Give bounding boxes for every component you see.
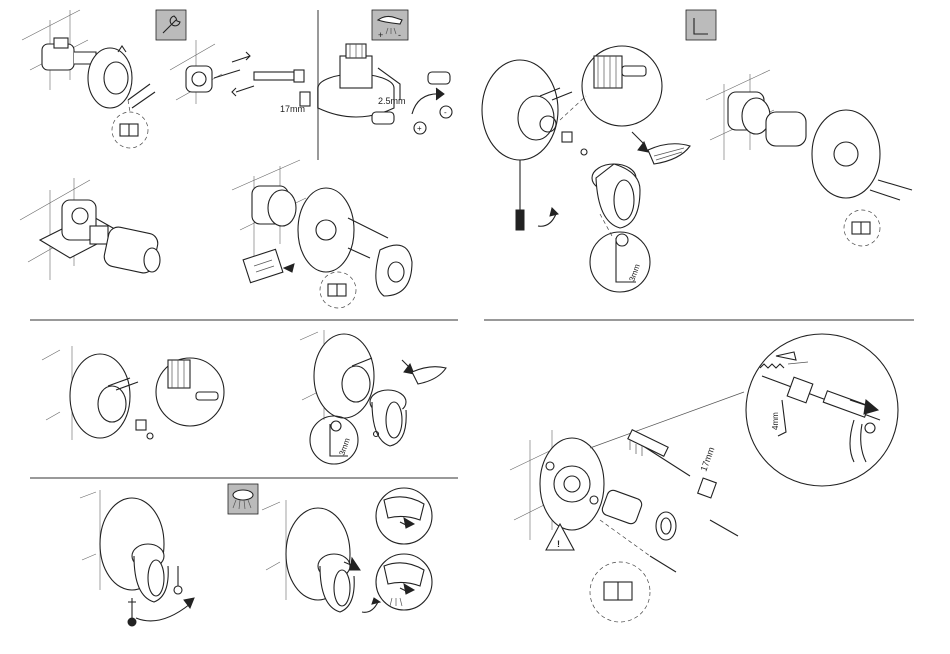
step-cartridge-2-5mm: 2.5mm + -: [318, 44, 452, 134]
wrench-size-label: 17mm: [280, 104, 305, 114]
minus-circle-label: -: [444, 108, 447, 117]
step-temperature-operation: [80, 490, 194, 626]
step-extension-sleeve: [20, 178, 160, 280]
wrench-size-label-4mm: 4mm: [771, 412, 780, 430]
step-spindle-17mm: 17mm: [170, 40, 310, 114]
step-lever-3mm: 3mm: [300, 330, 446, 464]
water-spout-icon: + -: [372, 10, 408, 40]
wrench-icon: [156, 10, 186, 40]
panel-dividers: [30, 10, 914, 478]
step-rosette-mounting: [706, 70, 912, 246]
minus-label: -: [398, 30, 401, 40]
shower-spray-icon: [228, 484, 258, 514]
wrench-size-label-bottom: 17mm: [698, 446, 716, 473]
step-remove-cap: [22, 10, 155, 148]
plus-label: +: [378, 30, 383, 40]
hex-size-label-b: 3mm: [337, 437, 352, 457]
hex-key-icon: [686, 10, 716, 40]
hex-size-label: 2.5mm: [378, 96, 406, 106]
step-diverter-operation: [262, 488, 432, 612]
hex-size-label-a: 3mm: [627, 263, 642, 283]
plus-circle-label: +: [417, 124, 422, 133]
step-service-exploded: 17mm ! 4mm: [510, 334, 898, 622]
step-handle-screw: [42, 346, 224, 440]
step-mount-handle: 3mm: [482, 46, 690, 292]
step-install-rosette: [232, 160, 412, 308]
warning-label: !: [557, 539, 560, 549]
